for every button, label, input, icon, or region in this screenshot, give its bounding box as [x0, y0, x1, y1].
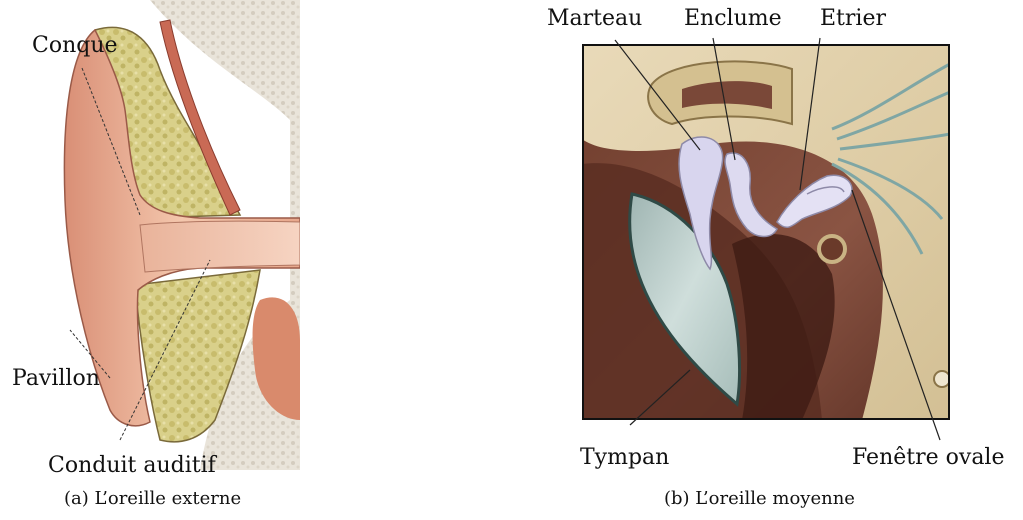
label-etrier: Etrier [820, 8, 886, 30]
label-enclume: Enclume [684, 8, 782, 30]
pointer-etrier [800, 38, 820, 190]
pointer-fenetre-ovale [852, 190, 940, 440]
label-marteau: Marteau [547, 8, 642, 30]
pointer-enclume [713, 38, 735, 160]
label-tympan: Tympan [580, 447, 669, 469]
pointer-tympan [630, 370, 690, 425]
label-fenetre-ovale: Fenêtre ovale [852, 447, 1005, 469]
pointer-marteau [615, 40, 700, 150]
caption-b: (b) L’oreille moyenne [664, 490, 855, 508]
